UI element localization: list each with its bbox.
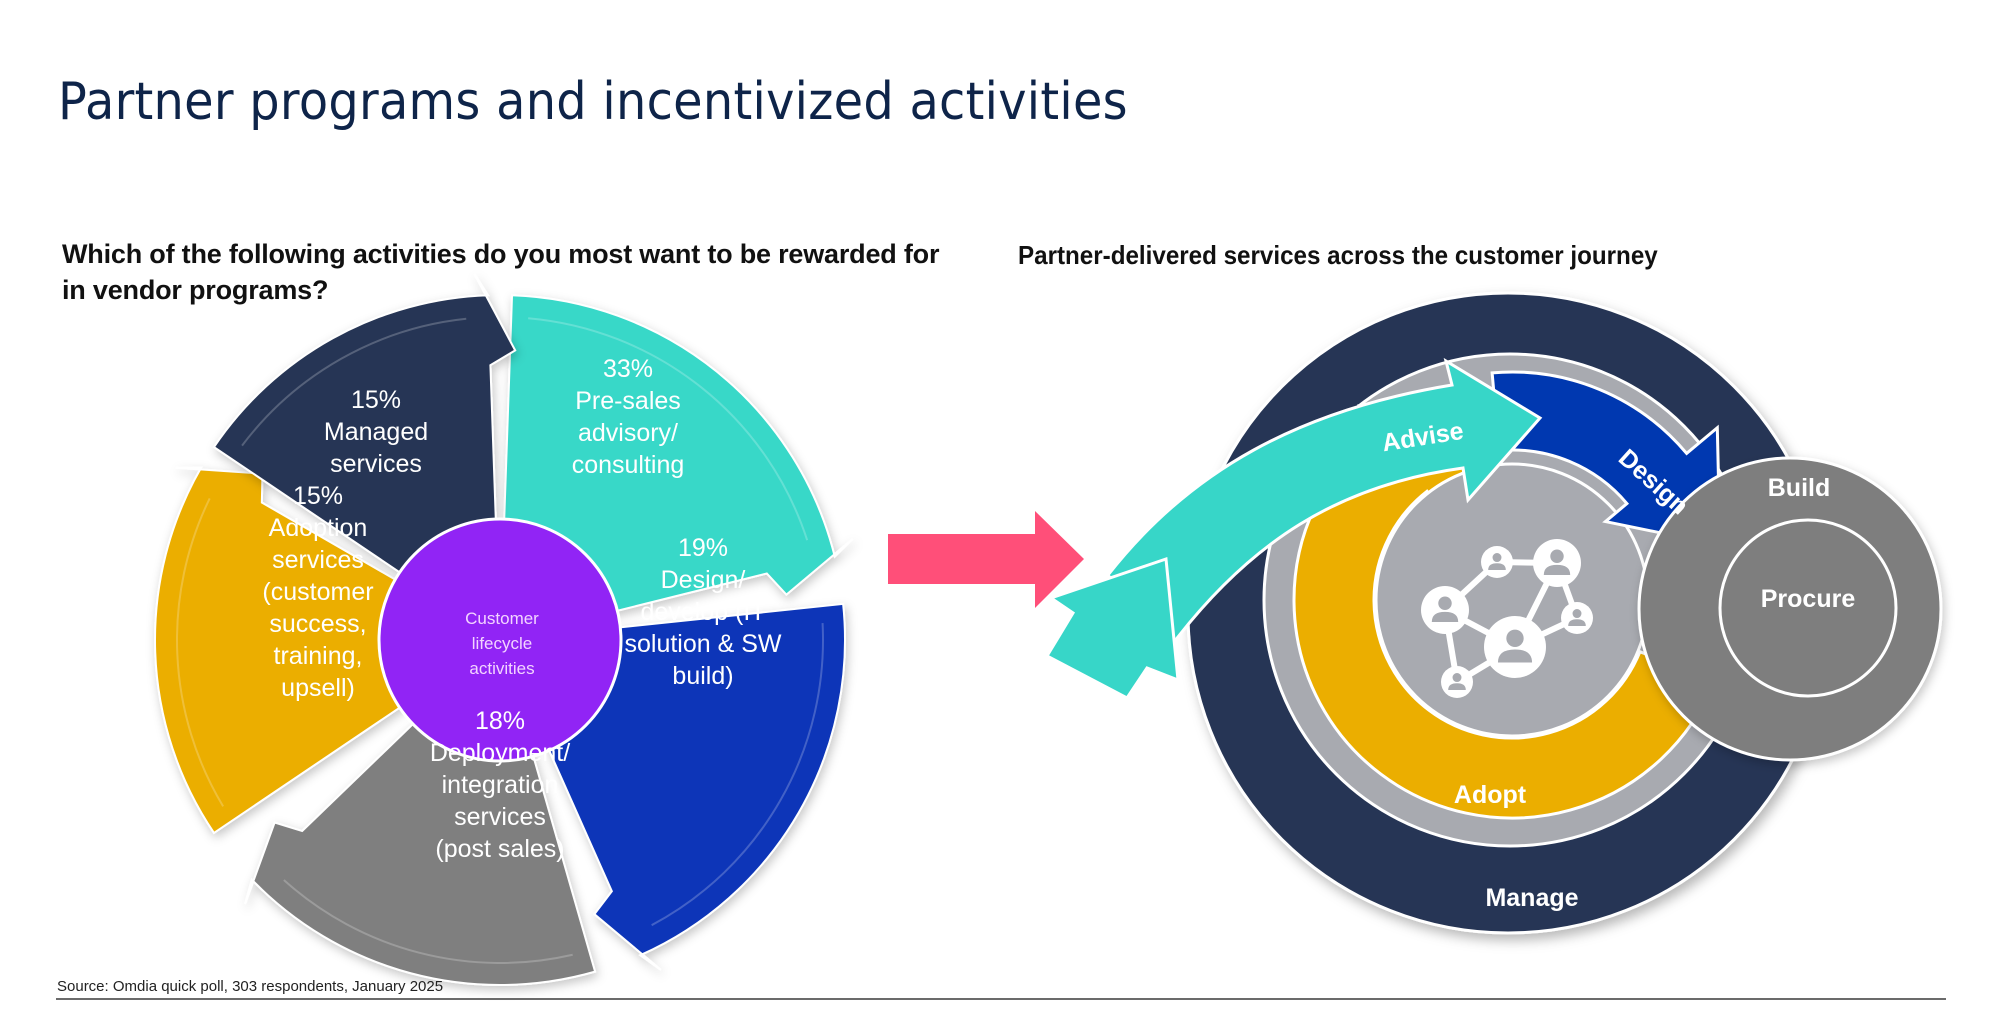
adopt-label: Adopt [1454,781,1527,809]
segment-label-deployment-line-2: Deployment/ [430,739,570,767]
segment-highlight [528,317,809,541]
center-label-line-1: Customer [465,609,539,628]
segment-highlight [283,879,573,964]
design-arrow [1490,370,1722,547]
build-label: Build [1768,474,1831,502]
person-node-icon [1481,546,1513,578]
segment-label-deployment-line-5: (post sales) [435,835,564,863]
segment-label-adoption-line-2: Adoption [269,514,368,542]
segment-label-presales-line-1: 33% [603,355,653,383]
person-node-icon [1421,586,1469,634]
segment-label-adoption-line-6: training, [274,642,363,670]
build-circle [1637,456,1943,762]
procure-circle [1718,518,1898,698]
people-network-icon [1421,539,1593,698]
segment-label-managed-line-3: services [330,450,422,478]
segment-label-design-line-1: 19% [678,534,728,562]
segment-label-presales-line-4: consulting [572,451,685,479]
source-note: Source: Omdia quick poll, 303 respondent… [57,978,444,995]
segment-label-deployment-line-3: integration [442,771,559,799]
advise-arrow [1106,357,1543,653]
segment-label-adoption-line-4: (customer [262,578,373,606]
survey-question: Which of the following activities do you… [62,239,940,305]
segment-highlight [176,497,224,807]
procure-label: Procure [1761,585,1856,613]
manage-label: Manage [1485,884,1578,912]
segment-label-adoption-line-3: services [272,546,364,574]
segment-label-adoption-line-5: success, [269,610,366,638]
segment-label-managed-line-1: 15% [351,386,401,414]
person-node-icon [1561,602,1593,634]
center-label-line-2: lifecycle [472,634,532,653]
segment-label-managed-line-2: Managed [324,418,428,446]
person-node-icon [1484,616,1546,678]
segment-highlight [651,623,824,927]
center-label: Customer lifecycle activities [465,609,539,678]
person-node-icon [1533,539,1581,587]
segment-label-adoption-line-1: 15% [293,482,343,510]
center-label-line-3: activities [469,659,534,678]
segment-label-design-line-2: Design/ [661,566,746,594]
person-node-icon [1441,666,1473,698]
segment-label-presales-line-3: advisory/ [578,419,678,447]
segment-labels: 33% Pre-sales advisory/consulting 19% Design… [262,355,781,863]
advise-arrow-tail [1044,556,1180,700]
segment-highlight [241,317,467,447]
journey-heading: Partner-delivered services across the cu… [1018,240,1658,270]
segment-label-deployment-line-4: services [454,803,546,831]
segment-label-design-line-5: build) [672,662,733,690]
segment-label-design-line-4: solution & SW [624,630,781,658]
segment-label-deployment-line-1: 18% [475,707,525,735]
hub-circle [1374,462,1650,738]
segment-label-design-line-3: develop (IT [640,598,765,626]
connector-arrow-icon [888,511,1084,608]
page-title: Partner programs and incentivized activi… [58,72,1128,132]
center-circle [377,517,623,763]
customer-journey-diagram: Advise Design Build Procure Adopt Manage [1044,291,1943,935]
segment-label-adoption-line-7: upsell) [281,674,355,702]
segment-label-presales-line-2: Pre-sales [575,387,681,415]
footer-divider [56,998,1946,1000]
